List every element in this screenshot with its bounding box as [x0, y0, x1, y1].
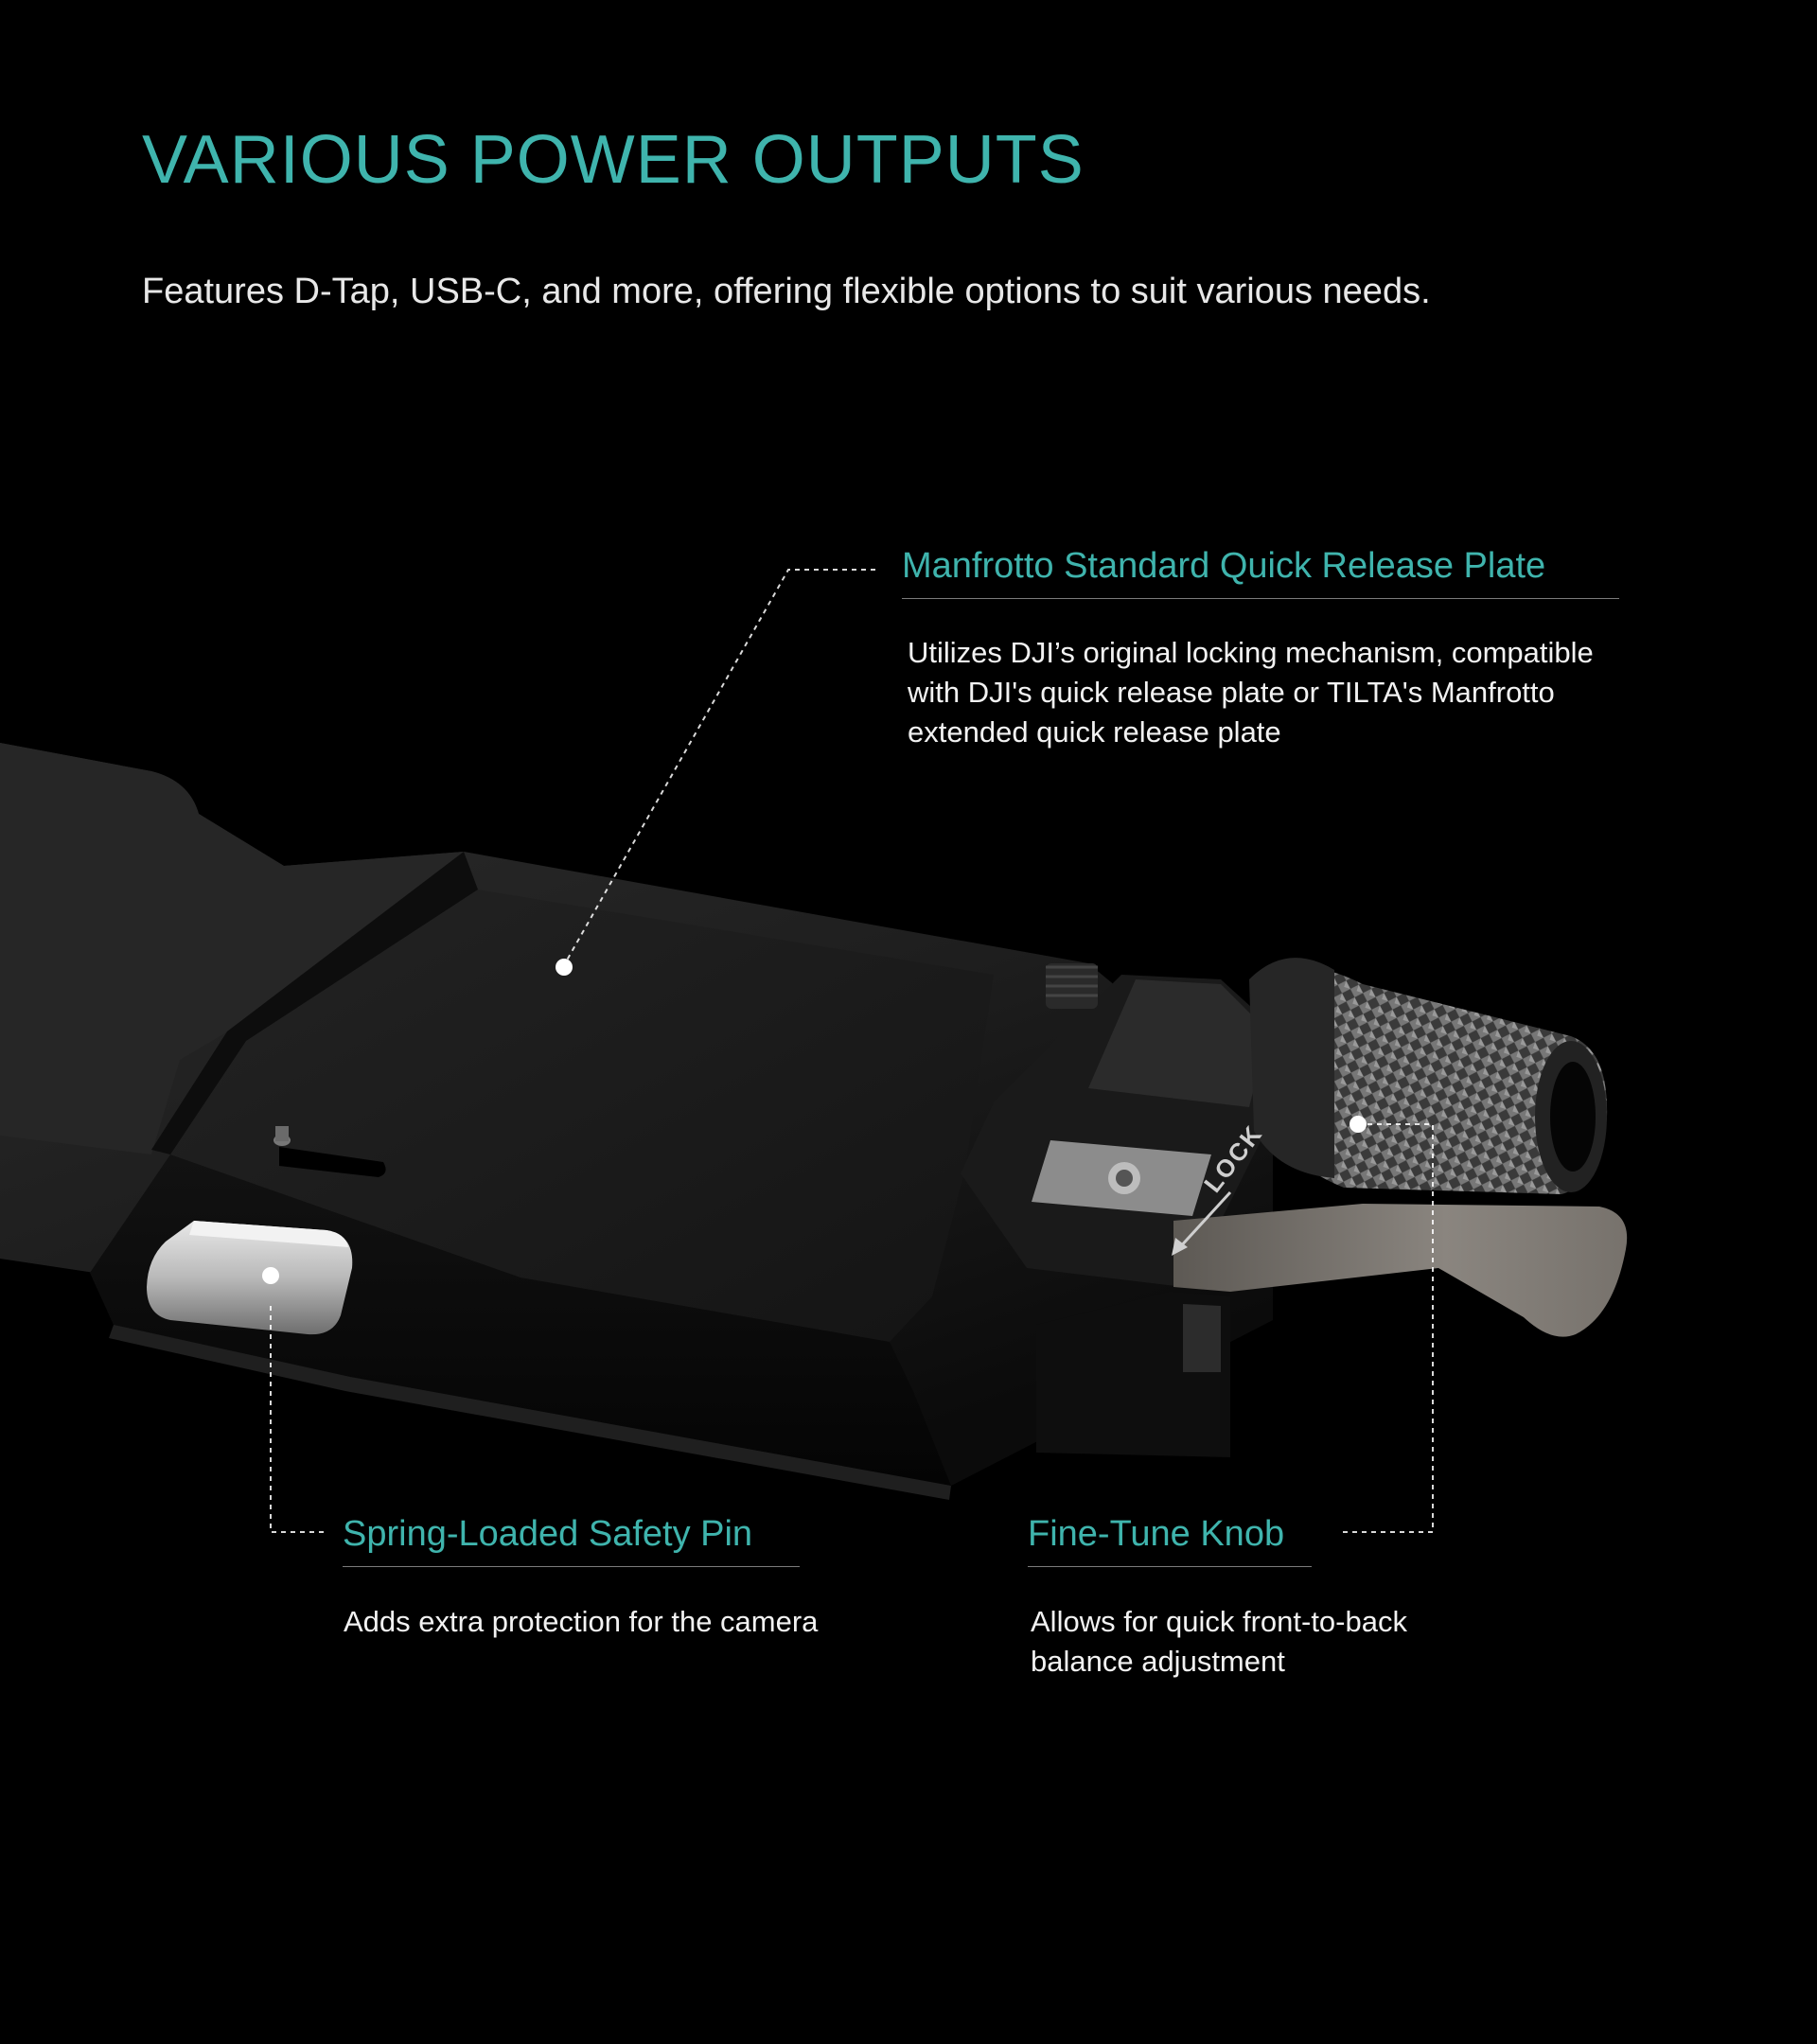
knob-leader-line [1341, 1123, 1434, 1533]
page-title: VARIOUS POWER OUTPUTS [142, 122, 1085, 198]
quick-release-leader-line [563, 569, 875, 966]
quick-release-plate-title: Manfrotto Standard Quick Release Plate [902, 546, 1619, 599]
safety-pin-title: Spring-Loaded Safety Pin [343, 1514, 800, 1567]
safety-pin-desc-line: Adds extra protection for the camera [344, 1605, 819, 1638]
knob-desc-line: Allows for quick front-to-back [1031, 1605, 1407, 1638]
fine-tune-knob [1259, 967, 1608, 1194]
safety-pin-description: Adds extra protection for the camera [344, 1602, 818, 1642]
quick-release-desc-line: Utilizes DJI’s original locking mechanis… [908, 636, 1594, 669]
safety-pin-marker-dot [262, 1267, 279, 1284]
knob-marker-dot [1350, 1116, 1367, 1133]
safety-pin [147, 1221, 353, 1335]
lock-lever [1173, 1204, 1628, 1337]
quick-release-desc-line: extended quick release plate [908, 715, 1281, 749]
fine-tune-knob-description: Allows for quick front-to-back balance a… [1031, 1602, 1407, 1682]
page-subtitle: Features D-Tap, USB-C, and more, offerin… [142, 272, 1431, 311]
knob-desc-line: balance adjustment [1031, 1645, 1285, 1678]
quick-release-marker-dot [556, 959, 573, 976]
fine-tune-knob-title: Fine-Tune Knob [1028, 1514, 1312, 1567]
quick-release-plate-surface [170, 890, 994, 1342]
quick-release-plate-description: Utilizes DJI’s original locking mechanis… [908, 633, 1594, 752]
quick-release-desc-line: with DJI's quick release plate or TILTA'… [908, 676, 1555, 709]
